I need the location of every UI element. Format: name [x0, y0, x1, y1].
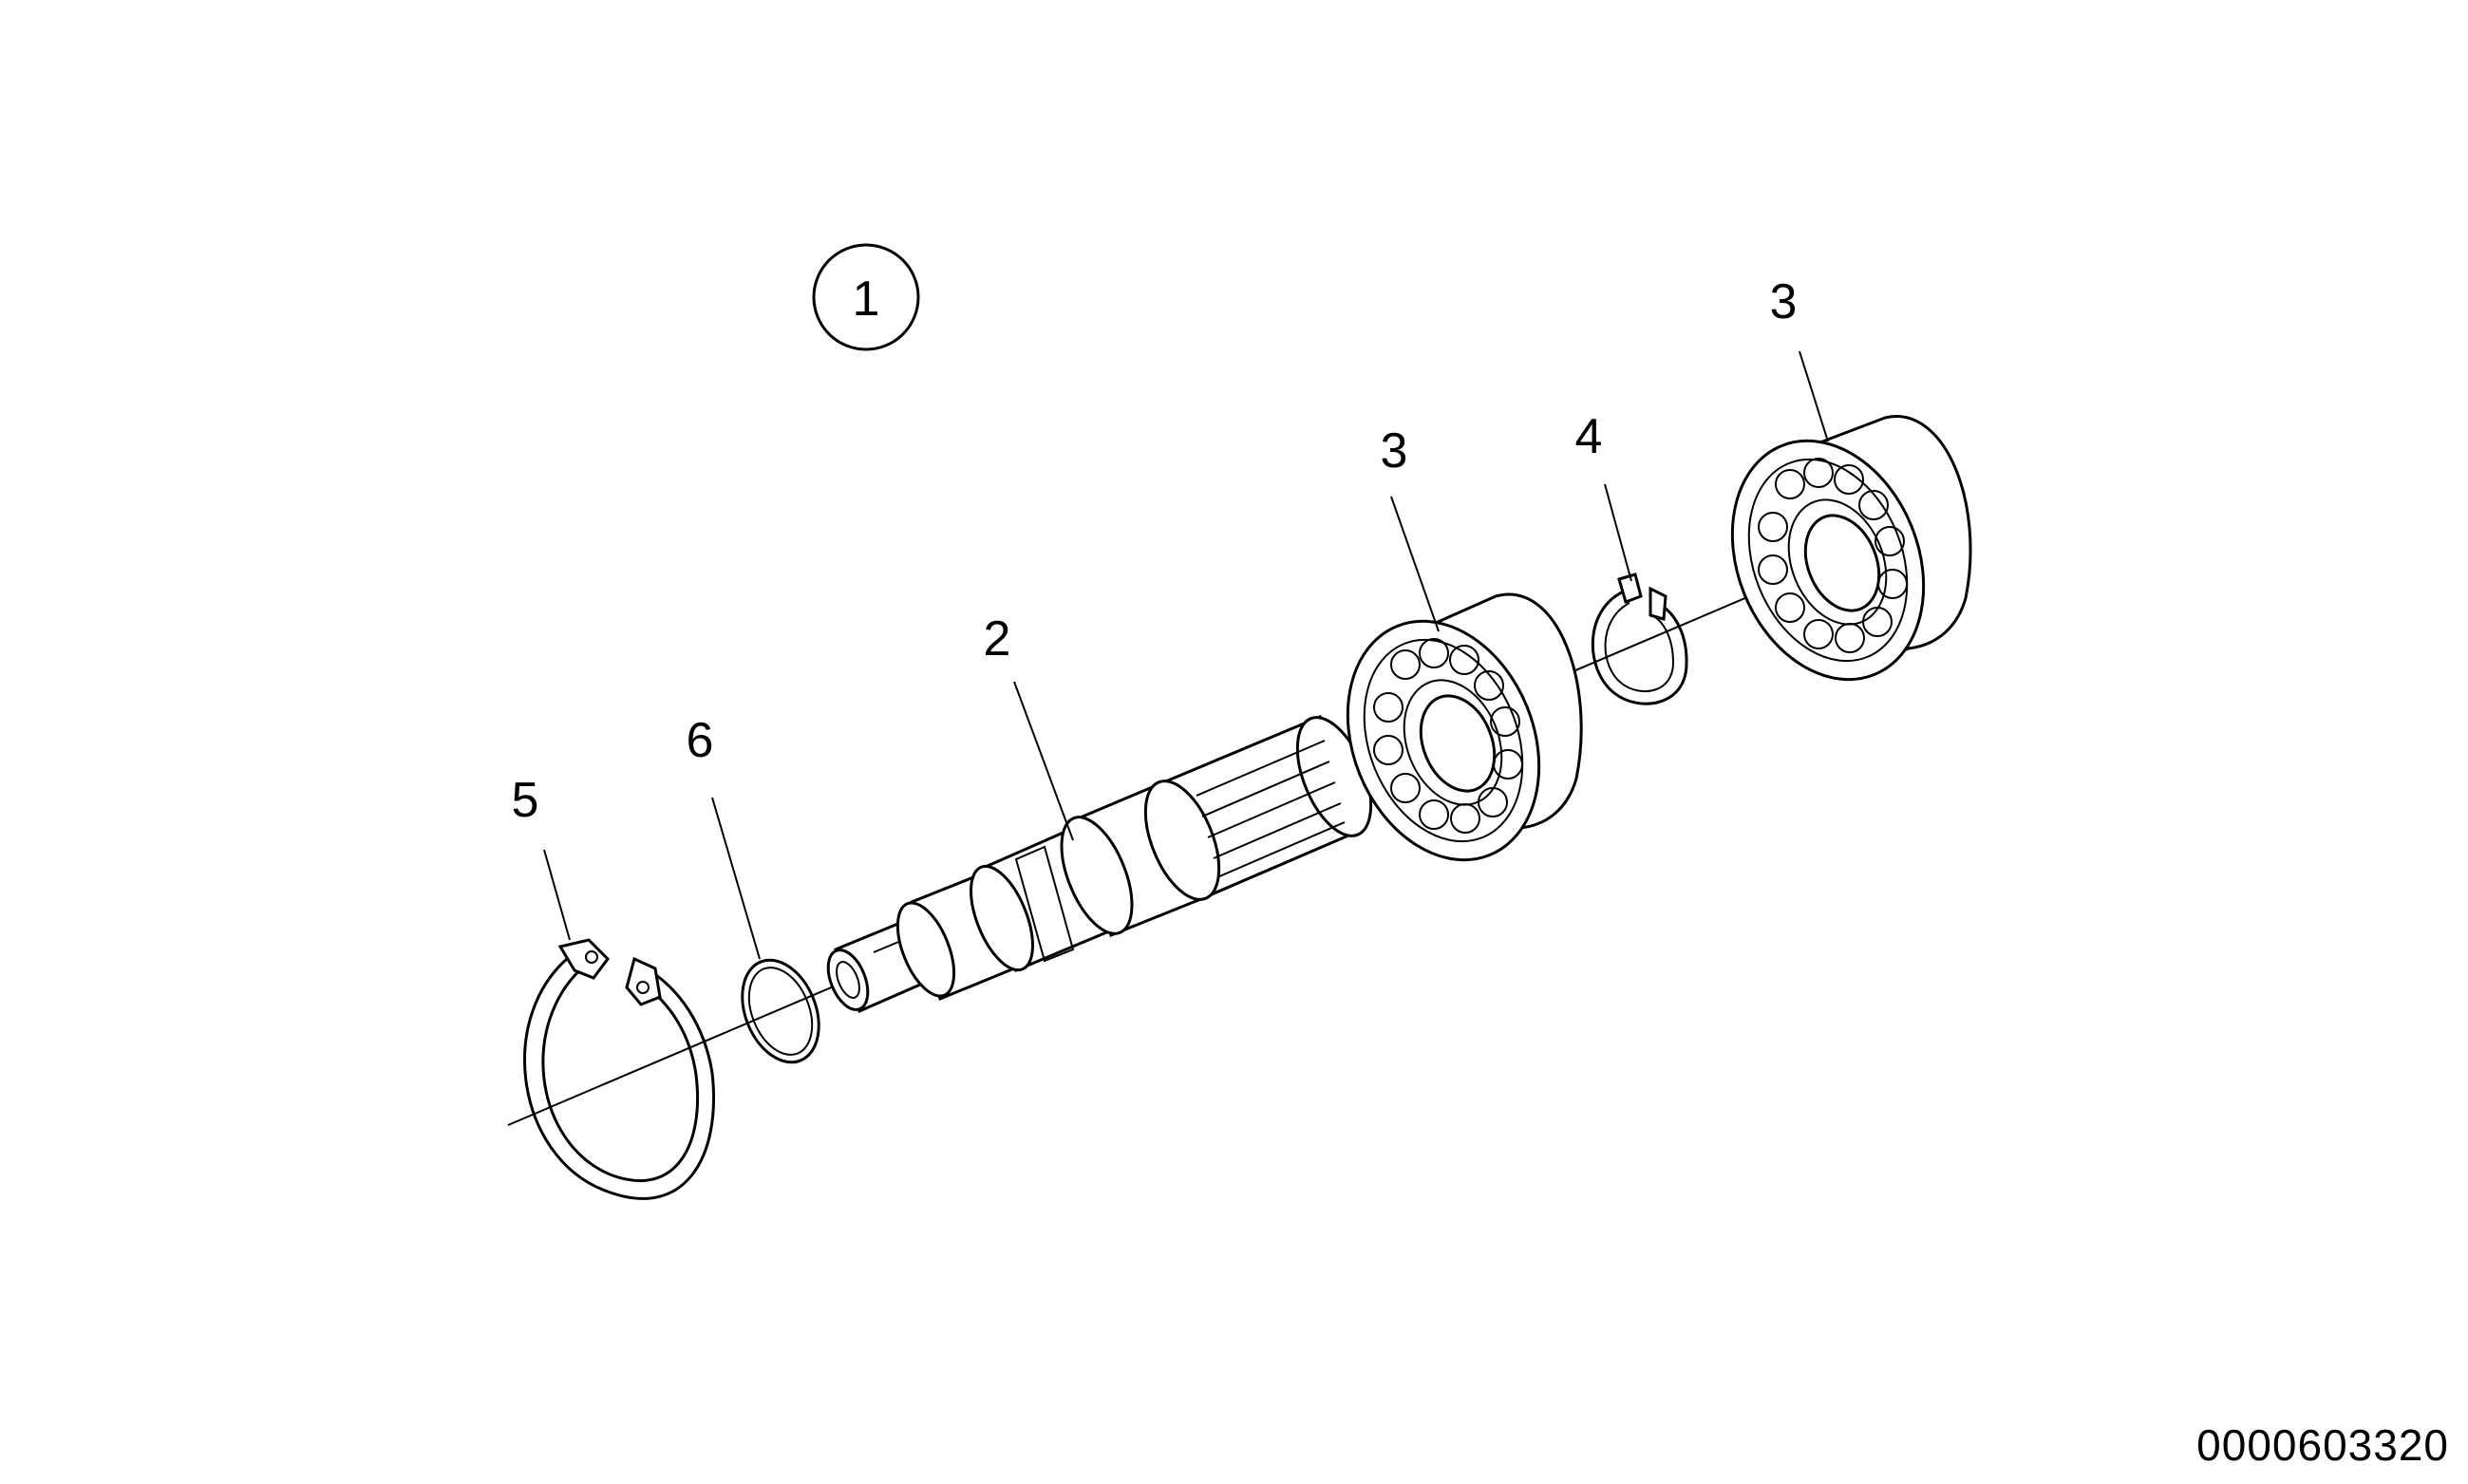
callout-4: 4 [1575, 409, 1603, 464]
leader-3-left [1390, 496, 1440, 632]
o-ring [741, 958, 820, 1064]
leader-5 [543, 849, 571, 941]
retaining-ring-large [523, 938, 715, 1200]
bearing-left [1346, 592, 1583, 862]
callout-6: 6 [687, 713, 714, 768]
leader-2 [1013, 681, 1074, 841]
leader-3-right [1799, 350, 1829, 442]
circlip-small [1591, 573, 1688, 705]
document-number: 0000603320 [2196, 1420, 2449, 1470]
callout-3-right: 3 [1770, 274, 1798, 329]
assembly-marker: 1 [812, 243, 920, 351]
assembly-number: 1 [853, 272, 880, 327]
callout-5: 5 [512, 773, 539, 828]
bearing-right [1730, 415, 1972, 682]
leader-6 [711, 797, 761, 960]
callout-3-left: 3 [1381, 423, 1408, 479]
shaft [826, 714, 1373, 1014]
callout-2: 2 [984, 611, 1011, 667]
leader-4 [1604, 483, 1632, 582]
leader-lines [543, 350, 1829, 960]
